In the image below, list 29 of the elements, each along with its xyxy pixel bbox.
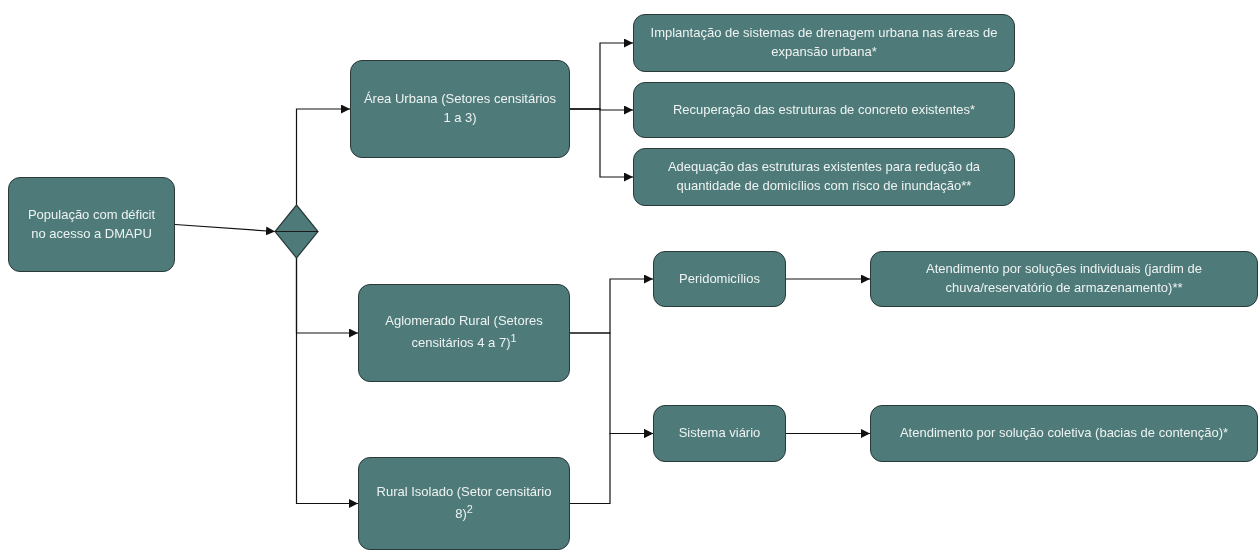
box-text: Atendimento por solução coletiva (bacias de contenção)*: [899, 424, 1229, 443]
box-text: Peridomicílios: [679, 269, 760, 288]
process-box: [350, 60, 570, 158]
box-text: Atendimento por soluções individuais (jardim de chuva/reservatório de armazenamento)**: [924, 260, 1203, 297]
arrow: [295, 104, 351, 206]
process-box: [358, 457, 570, 550]
box-text: Sistema viário: [678, 424, 761, 443]
box-text: Implantação de sistemas de drenagem urbana nas áreas de expansão urbana*: [649, 24, 999, 61]
box-text: Recuperação das estruturas de concreto existentes*: [672, 100, 976, 119]
process-box: [870, 405, 1258, 462]
arrow: [569, 108, 634, 182]
process-box: [633, 14, 1015, 72]
process-box: [358, 284, 570, 382]
process-box: [8, 177, 175, 272]
arrow: [785, 274, 871, 284]
box-text: Área Urbana (Setores censitários 1 a 3): [362, 90, 558, 127]
process-box: [633, 82, 1015, 138]
process-box: [870, 251, 1258, 307]
process-box: [653, 405, 786, 462]
box-text: Adequação das estruturas existentes para redução da quantidade de domicílios com risco de inundação**: [666, 158, 982, 195]
process-box: [653, 251, 786, 307]
box-text: Aglomerado Rural (Setores censitários 4 a 7)$^{1}$: [384, 312, 544, 353]
arrow: [785, 429, 871, 438]
arrow: [295, 257, 359, 508]
arrow: [174, 223, 276, 236]
arrow: [569, 429, 654, 505]
box-text: População com déficit no acesso a DMAPU: [26, 205, 157, 243]
process-box: [633, 148, 1015, 206]
box-text: Rural Isolado (Setor censitário 8)$^{2}$: [375, 483, 553, 524]
